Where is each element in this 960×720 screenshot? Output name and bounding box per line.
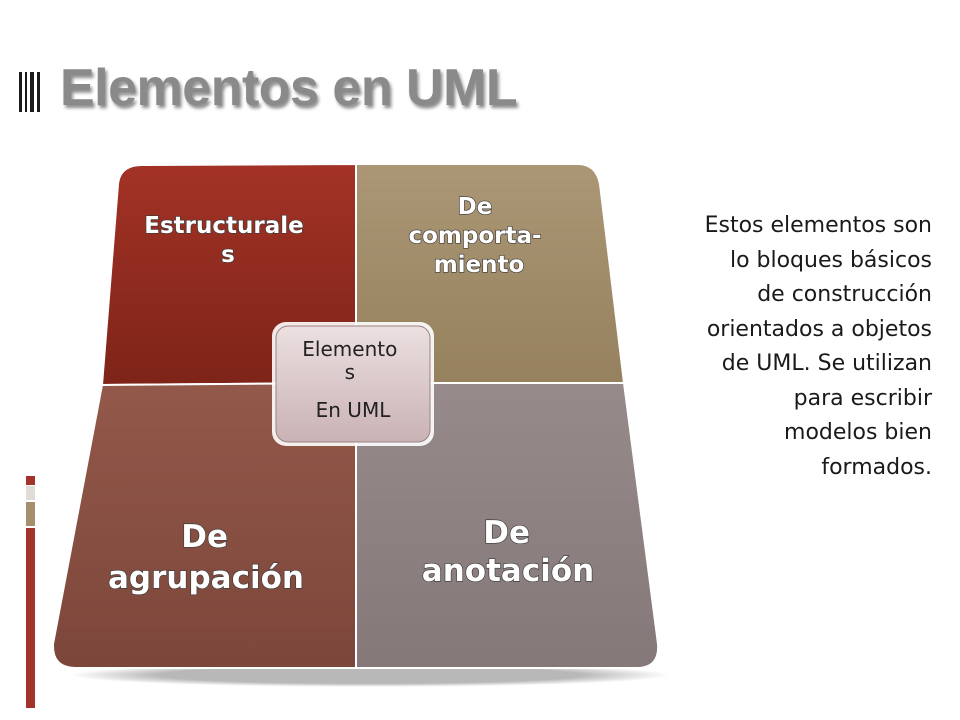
top-right-label-line-2: comporta-	[408, 223, 541, 249]
description-line: modelos bien	[784, 420, 932, 445]
description-line: lo bloques básicos	[729, 247, 932, 273]
uml-elements-diagram: Estructurale s De comporta- miento De ag…	[51, 162, 670, 687]
bottom-right-label-line-1: De	[483, 515, 530, 551]
top-right-label-line-1: De	[458, 194, 493, 220]
center-label-line-2: s	[345, 360, 355, 384]
slide-title: Elementos en UML	[60, 59, 518, 117]
svg-text:De agrupación: De agrupación	[108, 519, 304, 596]
description-text: Estos elementos son lo bloques básicos d…	[636, 209, 932, 485]
top-left-label-line-1: Estructurale	[144, 213, 303, 239]
side-bar-red	[26, 528, 35, 708]
top-left-label-line-2: s	[221, 242, 235, 268]
bottom-left-label-line-2: agrupación	[108, 560, 304, 596]
side-bar-light	[26, 486, 35, 500]
side-bar-tan	[26, 502, 35, 526]
title-bullet-marks	[19, 72, 41, 112]
side-bar-red-top	[26, 476, 35, 485]
center-label-line-3: En UML	[316, 398, 392, 422]
description-line: de construcción	[757, 282, 932, 307]
bottom-left-label-line-1: De	[181, 519, 228, 555]
center-label-line-1: Elemento	[302, 337, 397, 361]
description-line: orientados a objetos	[706, 316, 932, 342]
bottom-right-label-line-2: anotación	[422, 553, 594, 589]
top-right-label-line-3: miento	[434, 252, 525, 278]
description-line: para escribir	[793, 385, 932, 411]
quadrant-bottom-left: De agrupación	[51, 381, 357, 669]
svg-text:Estructurale s: Estructurale s	[144, 213, 311, 268]
svg-text:De comporta- mient: De comporta- miento	[408, 194, 549, 278]
center-box: Elemento s En UML	[272, 322, 434, 446]
svg-text:Elemento s En UML: Elemento s En UML	[302, 337, 403, 422]
description-line: formados.	[821, 454, 932, 480]
svg-text:De anotación: De anotación	[422, 515, 594, 589]
description-line: Estos elementos son	[704, 213, 932, 238]
quadrant-bottom-right: De anotación	[355, 382, 660, 669]
description-line: de UML. Se utilizan	[721, 351, 932, 376]
